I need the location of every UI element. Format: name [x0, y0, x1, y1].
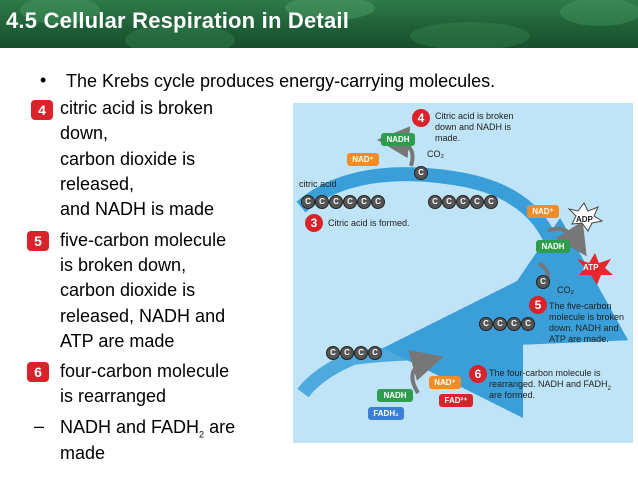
carbon-icon: C [456, 195, 470, 209]
last-item-line-1: NADH and FADH2 are [60, 415, 235, 448]
diagram-badge-3: 3 [305, 214, 323, 232]
carbon-icon: C [329, 195, 343, 209]
cycle-arrows [296, 126, 629, 418]
carbon-icon: C [371, 195, 385, 209]
carbon-icon: C [315, 195, 329, 209]
item-4-line-2: down, [60, 123, 109, 143]
diagram-badge-6: 6 [469, 365, 487, 383]
adp-label: ADP [576, 215, 593, 224]
carbon-icon: C [340, 346, 354, 360]
bullet-dot: • [40, 70, 47, 90]
carbon-icon: C [368, 346, 382, 360]
carbon-icon: C [301, 195, 315, 209]
diagram-badge-4: 4 [412, 109, 430, 127]
step-badge-6: 6 [27, 362, 49, 382]
last-item-text-b: are [204, 417, 236, 437]
carbon-icon-top: C [414, 166, 428, 180]
carbon-icon: C [479, 317, 493, 331]
carbon-icon: C [326, 346, 340, 360]
item-5-line-1: five-carbon molecule [60, 230, 227, 250]
step-badge-4: 4 [31, 100, 53, 120]
last-item-line-2: made [60, 443, 106, 463]
fad-label: FAD²⁺ [439, 394, 473, 407]
item-5-line-2: is broken down, [60, 255, 187, 275]
item-4-line-3: carbon dioxide is [60, 149, 196, 169]
step6-text-2a: rearranged. NADH and FADH [489, 379, 608, 389]
carbon-icon: C [442, 195, 456, 209]
citric-acid-label: citric acid [299, 179, 337, 189]
fadh2-label: FADH₂ [368, 407, 404, 420]
step6-text-2: rearranged. NADH and FADH2 [489, 379, 611, 395]
item-5-line-4: released, NADH and [60, 306, 226, 326]
step6-text-3: are formed. [489, 390, 536, 400]
nadh-label-top: NADH [381, 133, 415, 146]
co2-label-right: CO₂ [557, 285, 574, 295]
main-bullet-text: The Krebs cycle produces energy-carrying… [66, 71, 496, 91]
step4-text-2: down and NADH is [435, 122, 512, 132]
last-item-subscript: 2 [199, 429, 205, 440]
carbon-icon: C [521, 317, 535, 331]
slide-header: 4.5 Cellular Respiration in Detail [0, 0, 638, 48]
item-4-line-1: citric acid is broken [60, 98, 214, 118]
nadh-label-right: NADH [536, 240, 570, 253]
carbon-icon: C [470, 195, 484, 209]
step5-text-2: molecule is broken [549, 312, 625, 322]
page-title: 4.5 Cellular Respiration in Detail [6, 8, 350, 33]
dash-marker: – [34, 416, 45, 436]
step6-text-1: The four-carbon molecule is [489, 368, 601, 378]
nadh-label-bottom: NADH [377, 389, 413, 402]
atp-label: ATP [583, 263, 599, 272]
co2-label-top: CO₂ [427, 149, 444, 159]
step6-subscript: 2 [607, 385, 611, 392]
carbon-icon: C [357, 195, 371, 209]
nad-label-bottom: NAD⁺ [429, 376, 461, 389]
last-item-text-a: NADH and FADH [60, 417, 200, 437]
carbon-icon: C [484, 195, 498, 209]
item-5-line-5: ATP are made [60, 331, 175, 351]
diagram-badge-5: 5 [529, 296, 547, 314]
item-4-line-5: and NADH is made [60, 199, 215, 219]
header-background-cells [20, 0, 638, 48]
carbon-icon: C [354, 346, 368, 360]
nad-label-top: NAD⁺ [347, 153, 379, 166]
step5-text-1: The five-carbon [549, 301, 612, 311]
item-5-line-3: carbon dioxide is [60, 280, 196, 300]
carbon-icon: C [343, 195, 357, 209]
step4-text-1: Citric acid is broken [435, 111, 514, 121]
step-badge-5: 5 [27, 231, 49, 251]
step3-text: Citric acid is formed. [328, 218, 410, 228]
carbon-icon: C [507, 317, 521, 331]
carbon-icon: C [493, 317, 507, 331]
step5-text-4: ATP are made. [549, 334, 609, 344]
carbon-icon-right: C [536, 275, 550, 289]
step5-text-3: down. NADH and [549, 323, 619, 333]
item-4-line-4: released, [60, 174, 135, 194]
nad-label-right: NAD⁺ [527, 205, 559, 218]
item-6-line-2: is rearranged [60, 386, 167, 406]
krebs-cycle-diagram: 4 Citric acid is broken down and NADH is… [293, 103, 633, 443]
step4-text-3: made. [435, 133, 461, 143]
item-6-line-1: four-carbon molecule [60, 361, 230, 381]
carbon-icon: C [428, 195, 442, 209]
